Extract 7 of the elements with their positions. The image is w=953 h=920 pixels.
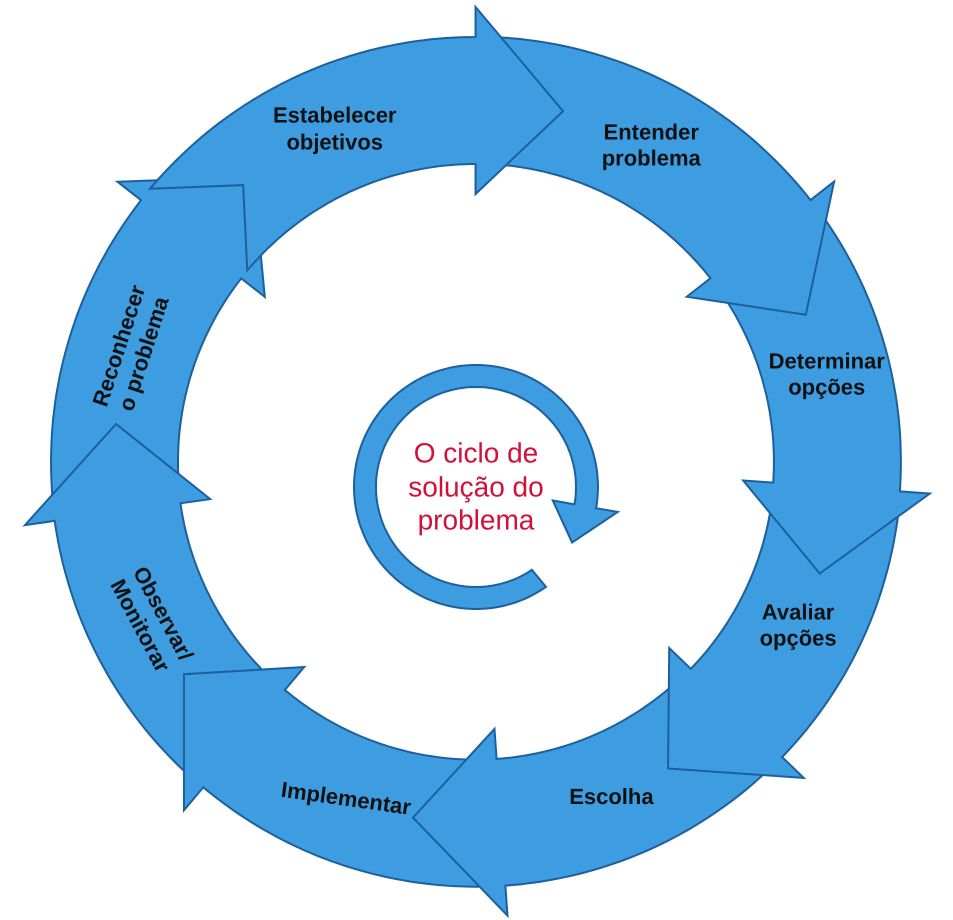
step-label: Determinar opções — [768, 348, 886, 401]
step-label: Entender problema — [600, 119, 702, 172]
step-label: Avaliar opções — [758, 600, 838, 652]
step-label: Estabelecer objetivos — [272, 102, 398, 156]
step-label: Escolha — [568, 784, 655, 810]
center-title: O ciclo de solução do problema — [407, 436, 545, 538]
step-label: Implementar — [279, 776, 414, 822]
